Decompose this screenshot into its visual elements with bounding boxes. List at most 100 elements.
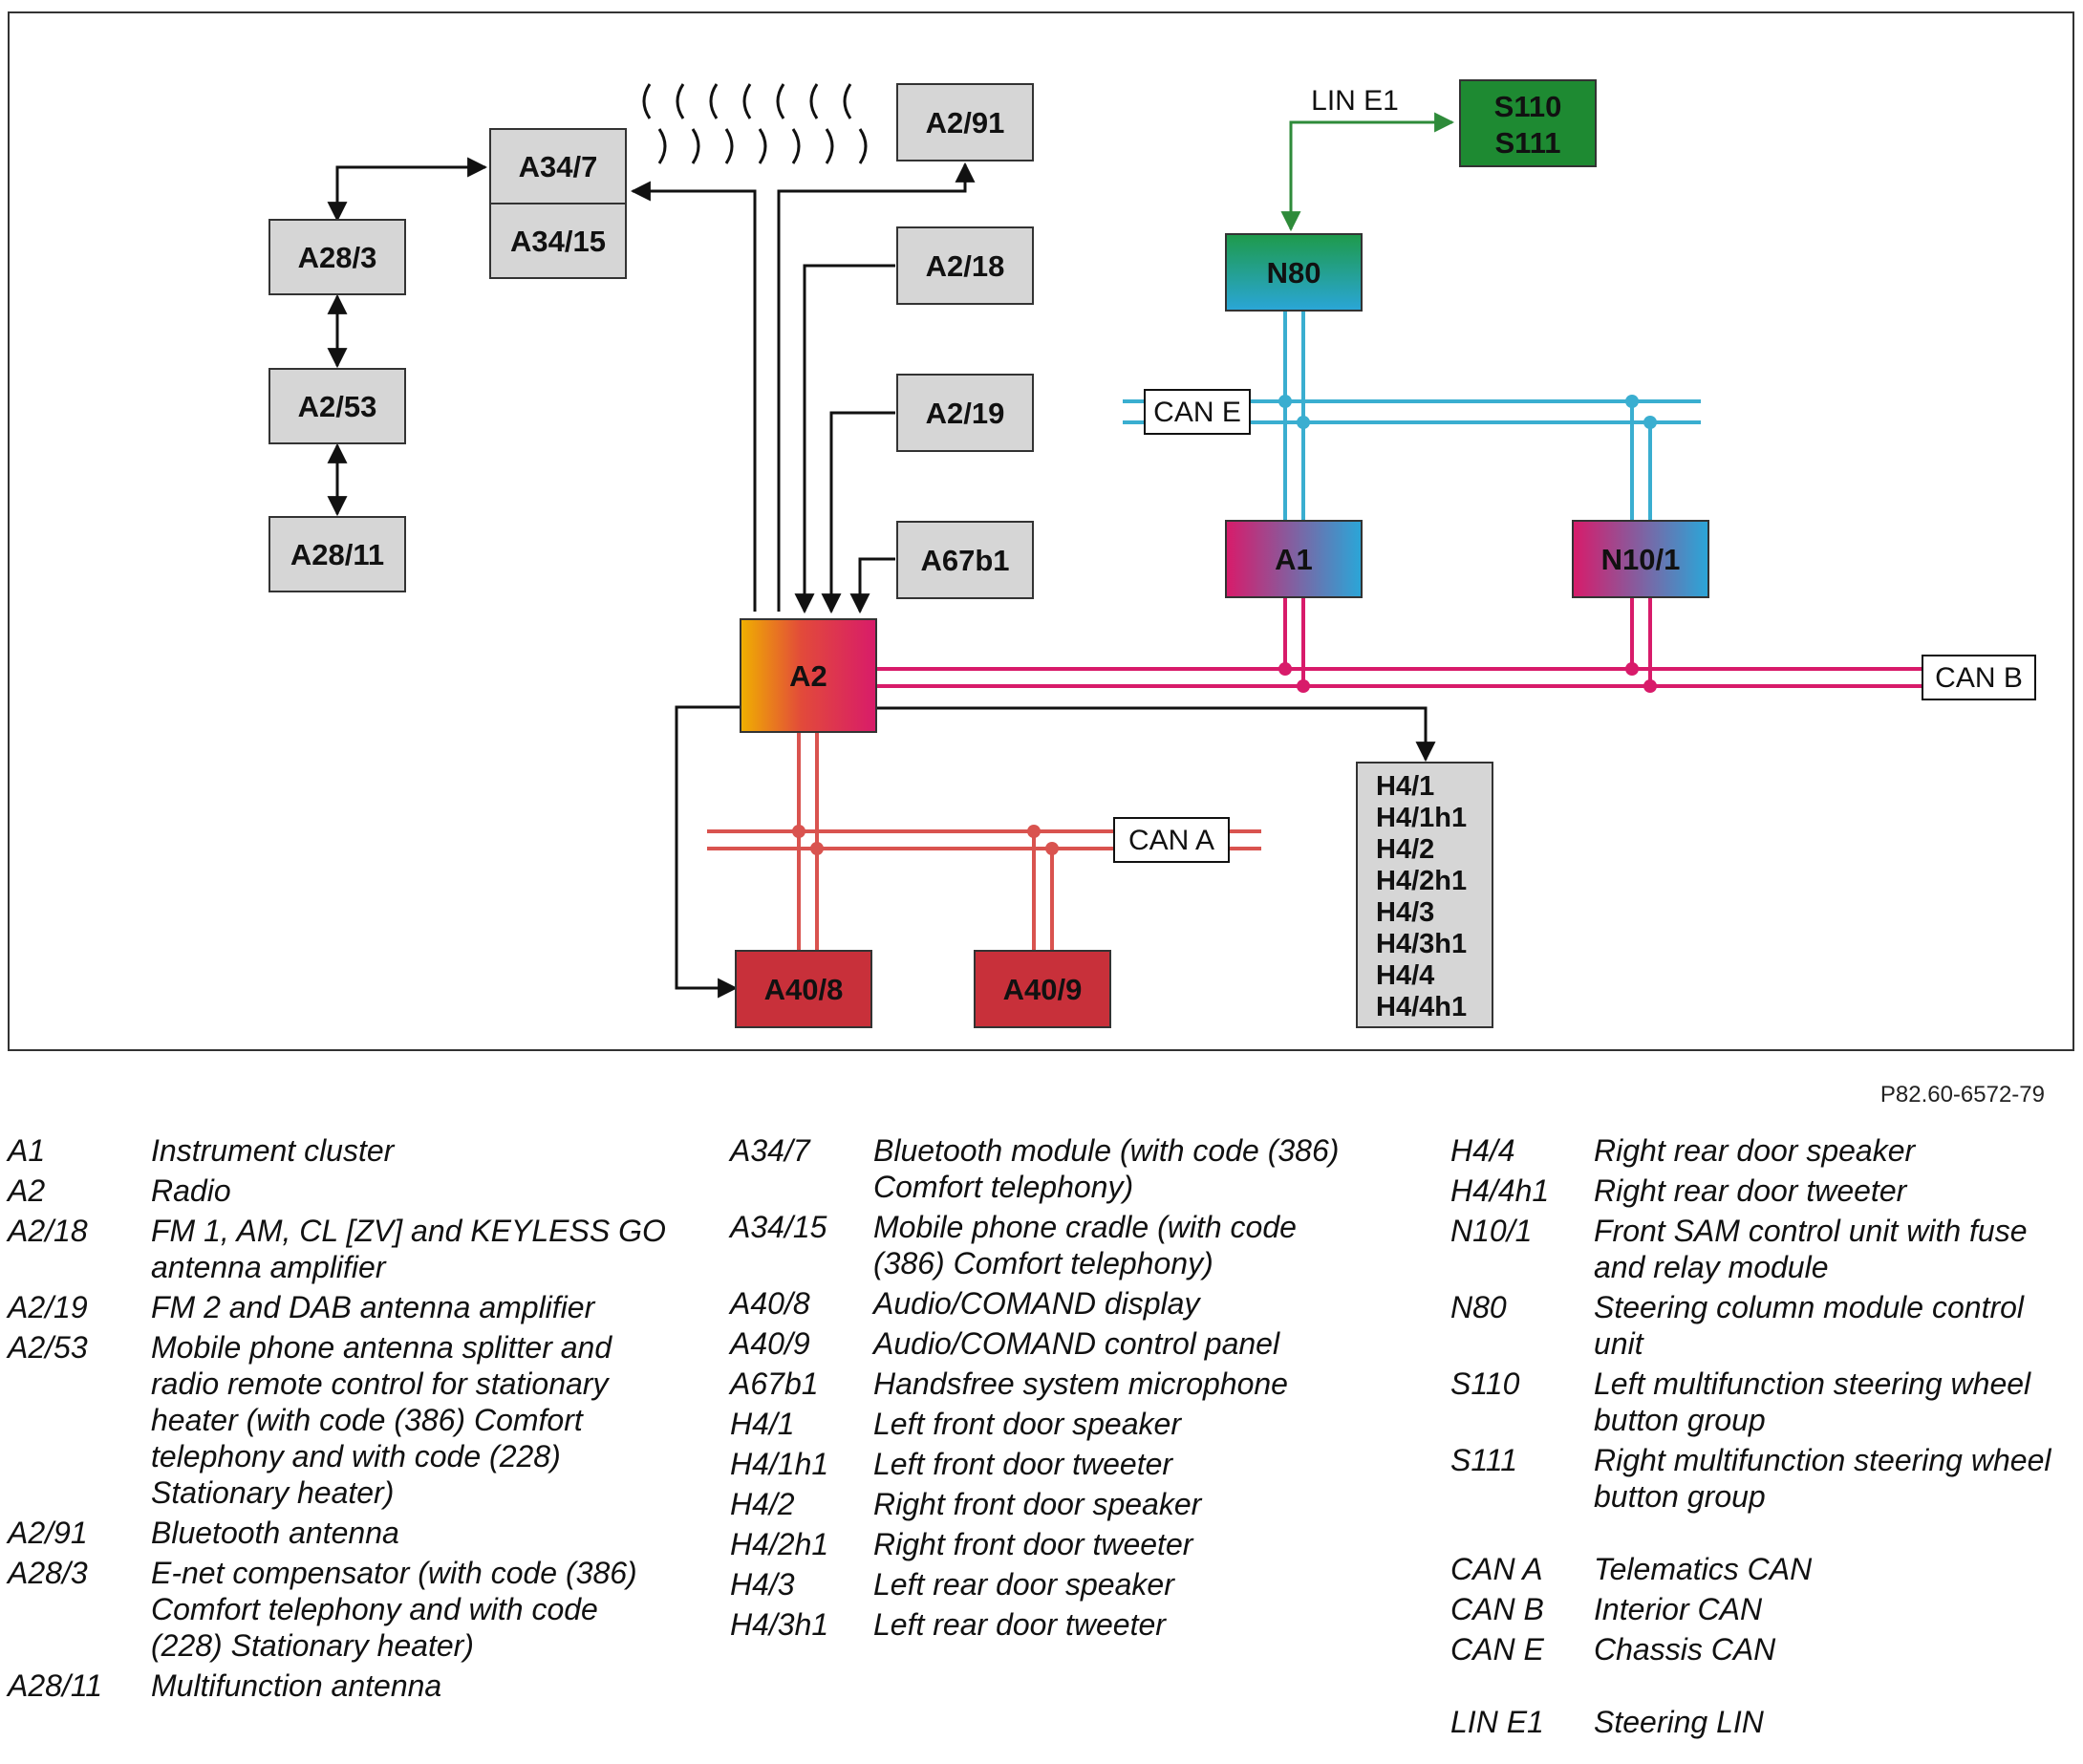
svg-text:S110: S110 xyxy=(1494,90,1562,123)
legend-code: N10/1 xyxy=(1450,1214,1533,1248)
legend-description: Instrument cluster xyxy=(151,1133,395,1168)
diagram-frame xyxy=(8,11,2074,1051)
legend-code: A2/53 xyxy=(8,1330,88,1365)
legend-code: H4/3h1 xyxy=(730,1607,829,1642)
can-b-bus xyxy=(874,597,2035,688)
svg-text:A34/15: A34/15 xyxy=(510,225,606,258)
node-a67b1: A67b1 xyxy=(896,521,1034,599)
svg-text:A67b1: A67b1 xyxy=(920,544,1009,577)
legend-code: A2 xyxy=(8,1173,46,1208)
legend-code: H4/2h1 xyxy=(730,1527,829,1561)
node-a2-91: A2/91 xyxy=(896,83,1034,161)
legend-description: Chassis CAN xyxy=(1594,1632,1776,1667)
node-a2-19: A2/19 xyxy=(896,374,1034,452)
node-a2: A2 xyxy=(740,618,877,733)
node-a34-15: A34/15 xyxy=(489,203,627,279)
lin-e1-label: LIN E1 xyxy=(1311,85,1399,117)
legend-code: A40/9 xyxy=(730,1326,810,1361)
h4-group-item: H4/1 xyxy=(1376,771,1434,802)
lin-e1-bus xyxy=(1280,112,1455,232)
legend-description: Left front door tweeter xyxy=(873,1447,1173,1481)
svg-text:A28/3: A28/3 xyxy=(298,241,377,274)
can-e-label: CAN E xyxy=(1153,397,1241,428)
svg-text:A40/8: A40/8 xyxy=(764,973,844,1006)
svg-text:N10/1: N10/1 xyxy=(1601,543,1681,576)
legend-row: A2/53 Mobile phone antenna splitter and r… xyxy=(8,1329,667,1511)
h4-group-item: H4/4 xyxy=(1376,960,1434,991)
svg-text:A2/91: A2/91 xyxy=(926,106,1005,140)
legend-code: H4/3 xyxy=(730,1567,795,1602)
legend-code: S111 xyxy=(1450,1443,1517,1477)
legend-row: H4/4 Right rear door speaker xyxy=(1450,1132,2081,1169)
antenna-waves-icon xyxy=(642,83,868,164)
node-n80: N80 xyxy=(1225,233,1363,312)
node-a1: A1 xyxy=(1225,520,1363,598)
svg-text:A1: A1 xyxy=(1275,543,1313,576)
svg-text:N80: N80 xyxy=(1267,256,1321,290)
node-a34-7: A34/7 xyxy=(489,128,627,204)
legend-description: Radio xyxy=(151,1173,231,1208)
legend-description: Audio/COMAND display xyxy=(873,1286,1200,1321)
legend-description: Front SAM control unit with fuse and rel… xyxy=(1594,1214,2028,1284)
legend-code: A1 xyxy=(8,1133,46,1168)
legend-description: Left rear door speaker xyxy=(873,1567,1174,1602)
svg-text:A2/53: A2/53 xyxy=(298,390,377,423)
svg-text:A2/19: A2/19 xyxy=(926,397,1005,430)
node-a2-18: A2/18 xyxy=(896,226,1034,305)
legend-description: Right front door tweeter xyxy=(873,1527,1193,1561)
legend-row: A2 Radio xyxy=(8,1172,667,1209)
legend-code: A67b1 xyxy=(730,1366,819,1401)
legend-description: Bluetooth module (with code (386) Comfor… xyxy=(873,1133,1340,1204)
legend-code: LIN E1 xyxy=(1450,1705,1544,1739)
node-a28-11: A28/11 xyxy=(268,516,406,592)
legend-code: A2/91 xyxy=(8,1516,88,1550)
legend-description: Right front door speaker xyxy=(873,1487,1202,1521)
h4-group-item: H4/4h1 xyxy=(1376,992,1467,1022)
h4-group-item: H4/3h1 xyxy=(1376,929,1467,959)
network-diagram: LIN E1 CAN E xyxy=(268,79,2036,1028)
h4-group-item: H4/2h1 xyxy=(1376,866,1467,896)
can-e-junctions xyxy=(1278,395,1657,429)
legend-code: CAN A xyxy=(1450,1552,1543,1586)
legend-code: A34/15 xyxy=(730,1210,827,1244)
node-a28-3: A28/3 xyxy=(268,219,406,295)
svg-text:A2/18: A2/18 xyxy=(926,249,1005,283)
legend-row: H4/2h1 Right front door tweeter xyxy=(730,1526,1342,1562)
signal-lines xyxy=(327,157,1436,999)
node-a40-9: A40/9 xyxy=(974,950,1111,1028)
legend-description: Interior CAN xyxy=(1594,1592,1763,1626)
svg-text:S111: S111 xyxy=(1495,126,1561,160)
legend-description: Mobile phone antenna splitter and radio … xyxy=(151,1330,612,1510)
can-a-junctions xyxy=(792,825,1059,855)
legend-row: A40/8 Audio/COMAND display xyxy=(730,1285,1342,1322)
legend-code: A2/18 xyxy=(8,1214,88,1248)
svg-text:A40/9: A40/9 xyxy=(1003,973,1083,1006)
legend-description: Right rear door tweeter xyxy=(1594,1173,1907,1208)
legend-row: A2/91 Bluetooth antenna xyxy=(8,1515,667,1551)
legend-code: S110 xyxy=(1450,1366,1520,1401)
h4-group-item: H4/3 xyxy=(1376,897,1434,928)
legend-description: FM 2 and DAB antenna amplifier xyxy=(151,1290,595,1324)
legend-description: Right rear door speaker xyxy=(1594,1133,1916,1168)
h4-group-item: H4/2 xyxy=(1376,834,1434,865)
legend-description: Bluetooth antenna xyxy=(151,1516,399,1550)
legend-row: H4/3 Left rear door speaker xyxy=(730,1566,1342,1603)
legend-code: A40/8 xyxy=(730,1286,810,1321)
node-a40-8: A40/8 xyxy=(735,950,872,1028)
legend-code: H4/2 xyxy=(730,1487,795,1521)
can-b-label: CAN B xyxy=(1935,662,2023,694)
legend-description: Handsfree system microphone xyxy=(873,1366,1288,1401)
legend-code: H4/4 xyxy=(1450,1133,1515,1168)
